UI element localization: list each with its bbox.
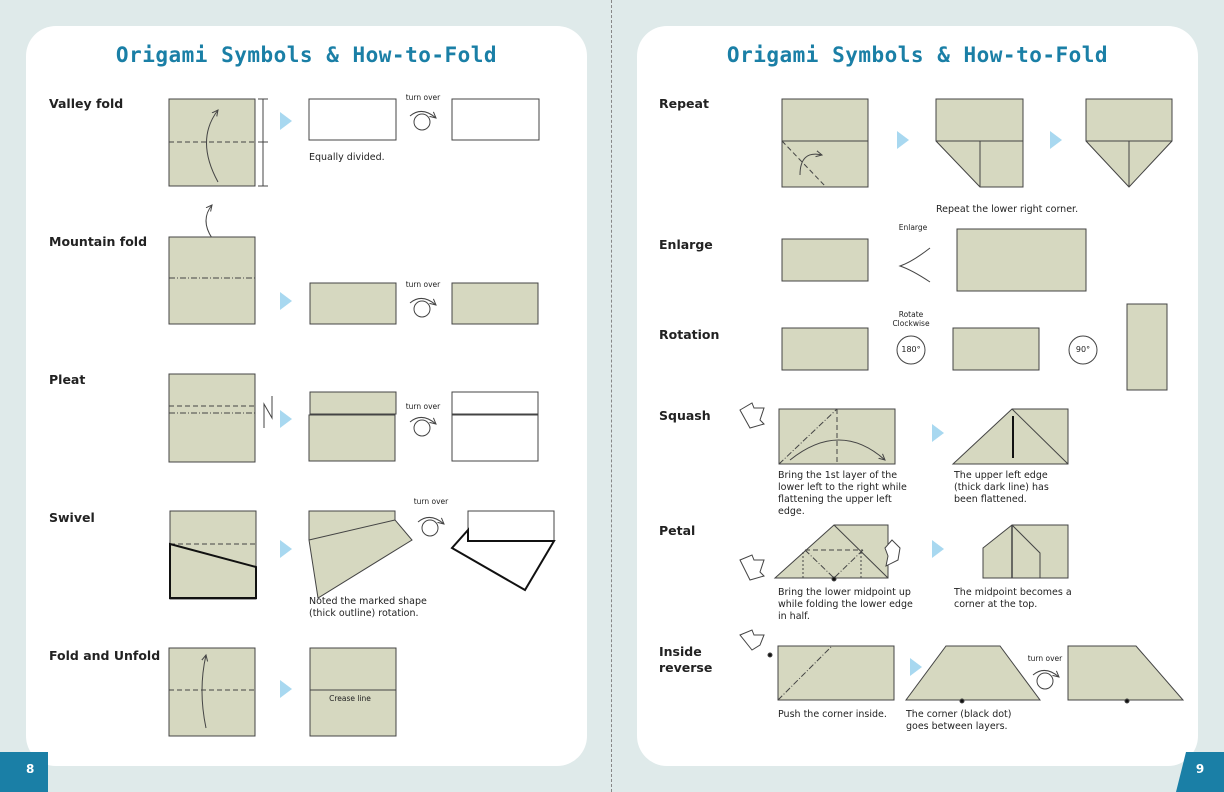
- turn-over-note: turn over: [1027, 654, 1063, 663]
- rotation-180-label: 180°: [901, 345, 921, 354]
- mountain-fold-diagram: [168, 205, 539, 325]
- enlarge-note: Enlarge: [898, 223, 928, 232]
- repeat-diagram: [781, 98, 1173, 188]
- caption: Bring the lower midpoint up while foldin…: [778, 587, 913, 622]
- page-title: Origami Symbols & How-to-Fold: [115, 43, 498, 67]
- section-label-valley-fold: Valley fold: [49, 96, 124, 111]
- caption: The upper left edge (thick dark line) ha…: [954, 470, 1049, 505]
- swivel-diagram: [169, 510, 556, 600]
- caption: Repeat the lower right corner.: [936, 204, 1079, 215]
- turn-over-note: turn over: [405, 93, 441, 102]
- pleat-diagram: [168, 373, 539, 463]
- page-number: 8: [0, 752, 48, 792]
- rotation-diagram: [781, 303, 1168, 391]
- book-spine: [611, 0, 612, 792]
- section-label-enlarge: Enlarge: [659, 237, 713, 252]
- caption: Bring the 1st layer of the lower left to…: [778, 470, 907, 517]
- squash-diagram: [778, 408, 1069, 465]
- push-arrow-icon: [739, 402, 901, 651]
- turn-over-note: turn over: [413, 497, 449, 506]
- section-label-mountain-fold: Mountain fold: [49, 234, 148, 249]
- caption: Noted the marked shape (thick outline) r…: [309, 596, 427, 619]
- section-label-inside-reverse: Inside reverse: [659, 644, 713, 675]
- fold-unfold-diagram: [168, 647, 397, 737]
- turn-over-note: turn over: [405, 402, 441, 411]
- turn-over-note: turn over: [405, 280, 441, 289]
- section-label-repeat: Repeat: [659, 96, 709, 111]
- section-label-pleat: Pleat: [49, 372, 86, 387]
- section-label-rotation: Rotation: [659, 327, 720, 342]
- petal-diagram: [773, 524, 1069, 582]
- section-label-swivel: Swivel: [49, 510, 95, 525]
- crease-line-note: Crease line: [329, 694, 371, 703]
- section-label-fold-and-unfold: Fold and Unfold: [49, 648, 161, 663]
- section-label-squash: Squash: [659, 408, 711, 423]
- rotation-90-label: 90°: [1075, 345, 1091, 354]
- rotate-clockwise-note: Rotate Clockwise: [892, 310, 930, 328]
- inside-reverse-diagram: [767, 645, 1185, 704]
- section-label-petal: Petal: [659, 523, 696, 538]
- caption: Equally divided.: [309, 152, 385, 163]
- page-title: Origami Symbols & How-to-Fold: [726, 43, 1109, 67]
- caption: The corner (black dot) goes between laye…: [906, 709, 1012, 732]
- enlarge-diagram: [781, 228, 1087, 292]
- step-arrow-icon: [280, 112, 1062, 698]
- valley-fold-diagram: [168, 98, 540, 187]
- caption: The midpoint becomes a corner at the top…: [954, 587, 1072, 610]
- caption: Push the corner inside.: [778, 709, 887, 720]
